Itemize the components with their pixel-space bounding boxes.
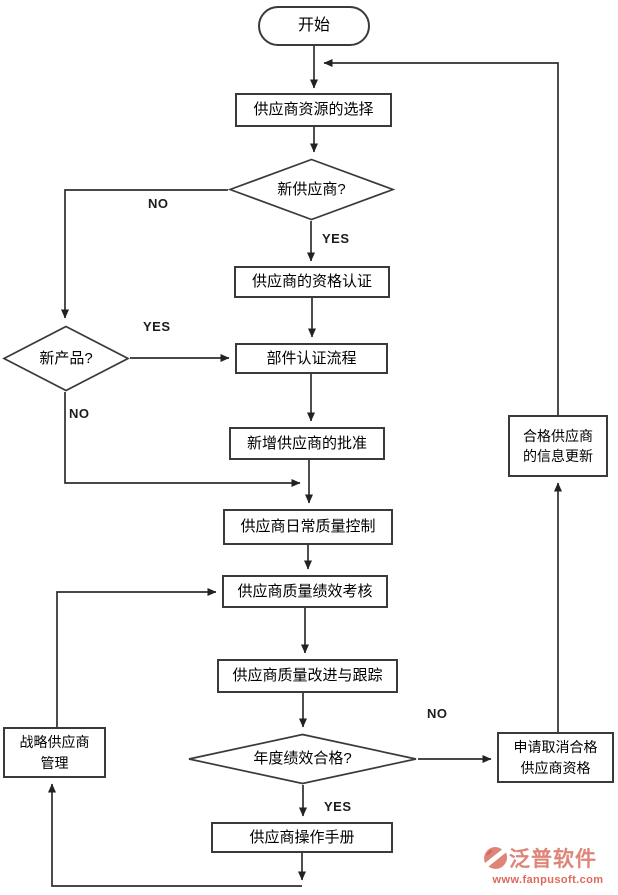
cancel-qualification-box: 申请取消合格 供应商资格 [497,732,614,783]
fanpu-logo-icon [484,846,508,869]
brand-url: www.fanpusoft.com [492,874,604,886]
decision-label: 年度绩效合格? [253,750,352,768]
fanpu-watermark: 泛普软件 www.fanpusoft.com [482,843,614,886]
branch-label-yes: YES [143,319,171,334]
branch-label-no: NO [69,406,90,421]
start-node: 开始 [258,6,370,46]
annual-performance-decision: 年度绩效合格? [187,733,418,785]
improvement-tracking-box: 供应商质量改进与跟踪 [217,659,398,693]
branch-label-yes: YES [324,799,352,814]
operation-manual-box: 供应商操作手册 [211,822,393,853]
approval-box: 新增供应商的批准 [229,427,385,460]
decision-label: 新产品? [39,349,93,367]
branch-label-yes: YES [322,231,350,246]
qualification-box: 供应商的资格认证 [234,266,390,298]
branch-label-no: NO [427,706,448,721]
brand-name: 泛普软件 [509,848,597,871]
diamond-shape [188,733,417,785]
select-resources-box: 供应商资源的选择 [235,93,392,127]
performance-review-box: 供应商质量绩效考核 [222,575,388,608]
diamond-shape [2,325,130,392]
info-update-box: 合格供应商 的信息更新 [508,415,608,477]
strategic-management-box: 战略供应商 管理 [3,727,106,778]
new-product-decision: 新产品? [2,325,130,392]
diamond-shape [228,158,395,221]
decision-label: 新供应商? [277,180,346,198]
component-cert-box: 部件认证流程 [235,343,388,374]
daily-quality-box: 供应商日常质量控制 [223,509,393,545]
branch-label-no: NO [148,196,169,211]
new-supplier-decision: 新供应商? [228,158,395,221]
